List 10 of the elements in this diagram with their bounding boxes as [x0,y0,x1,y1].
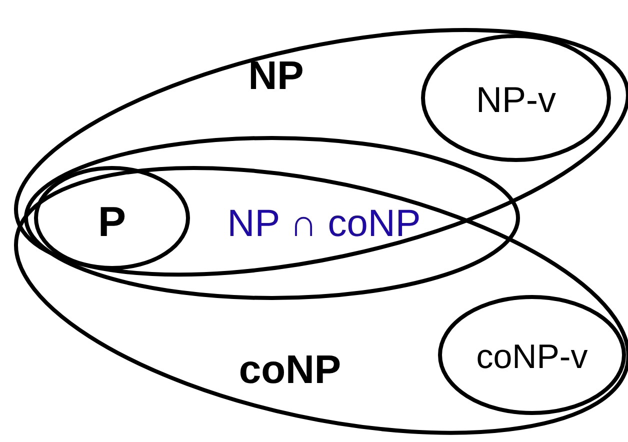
set-label: coNP-v [476,340,588,374]
set-ellipse [23,135,521,301]
set-label: NP-v [476,82,556,118]
set-ellipse [33,165,191,271]
set-label: coNP [238,350,342,390]
set-label: NP [248,56,304,96]
set-label: P [98,201,126,243]
set-label: NP ∩ coNP [227,205,421,243]
set-ellipse [436,294,627,416]
set-ellipse [420,32,612,163]
